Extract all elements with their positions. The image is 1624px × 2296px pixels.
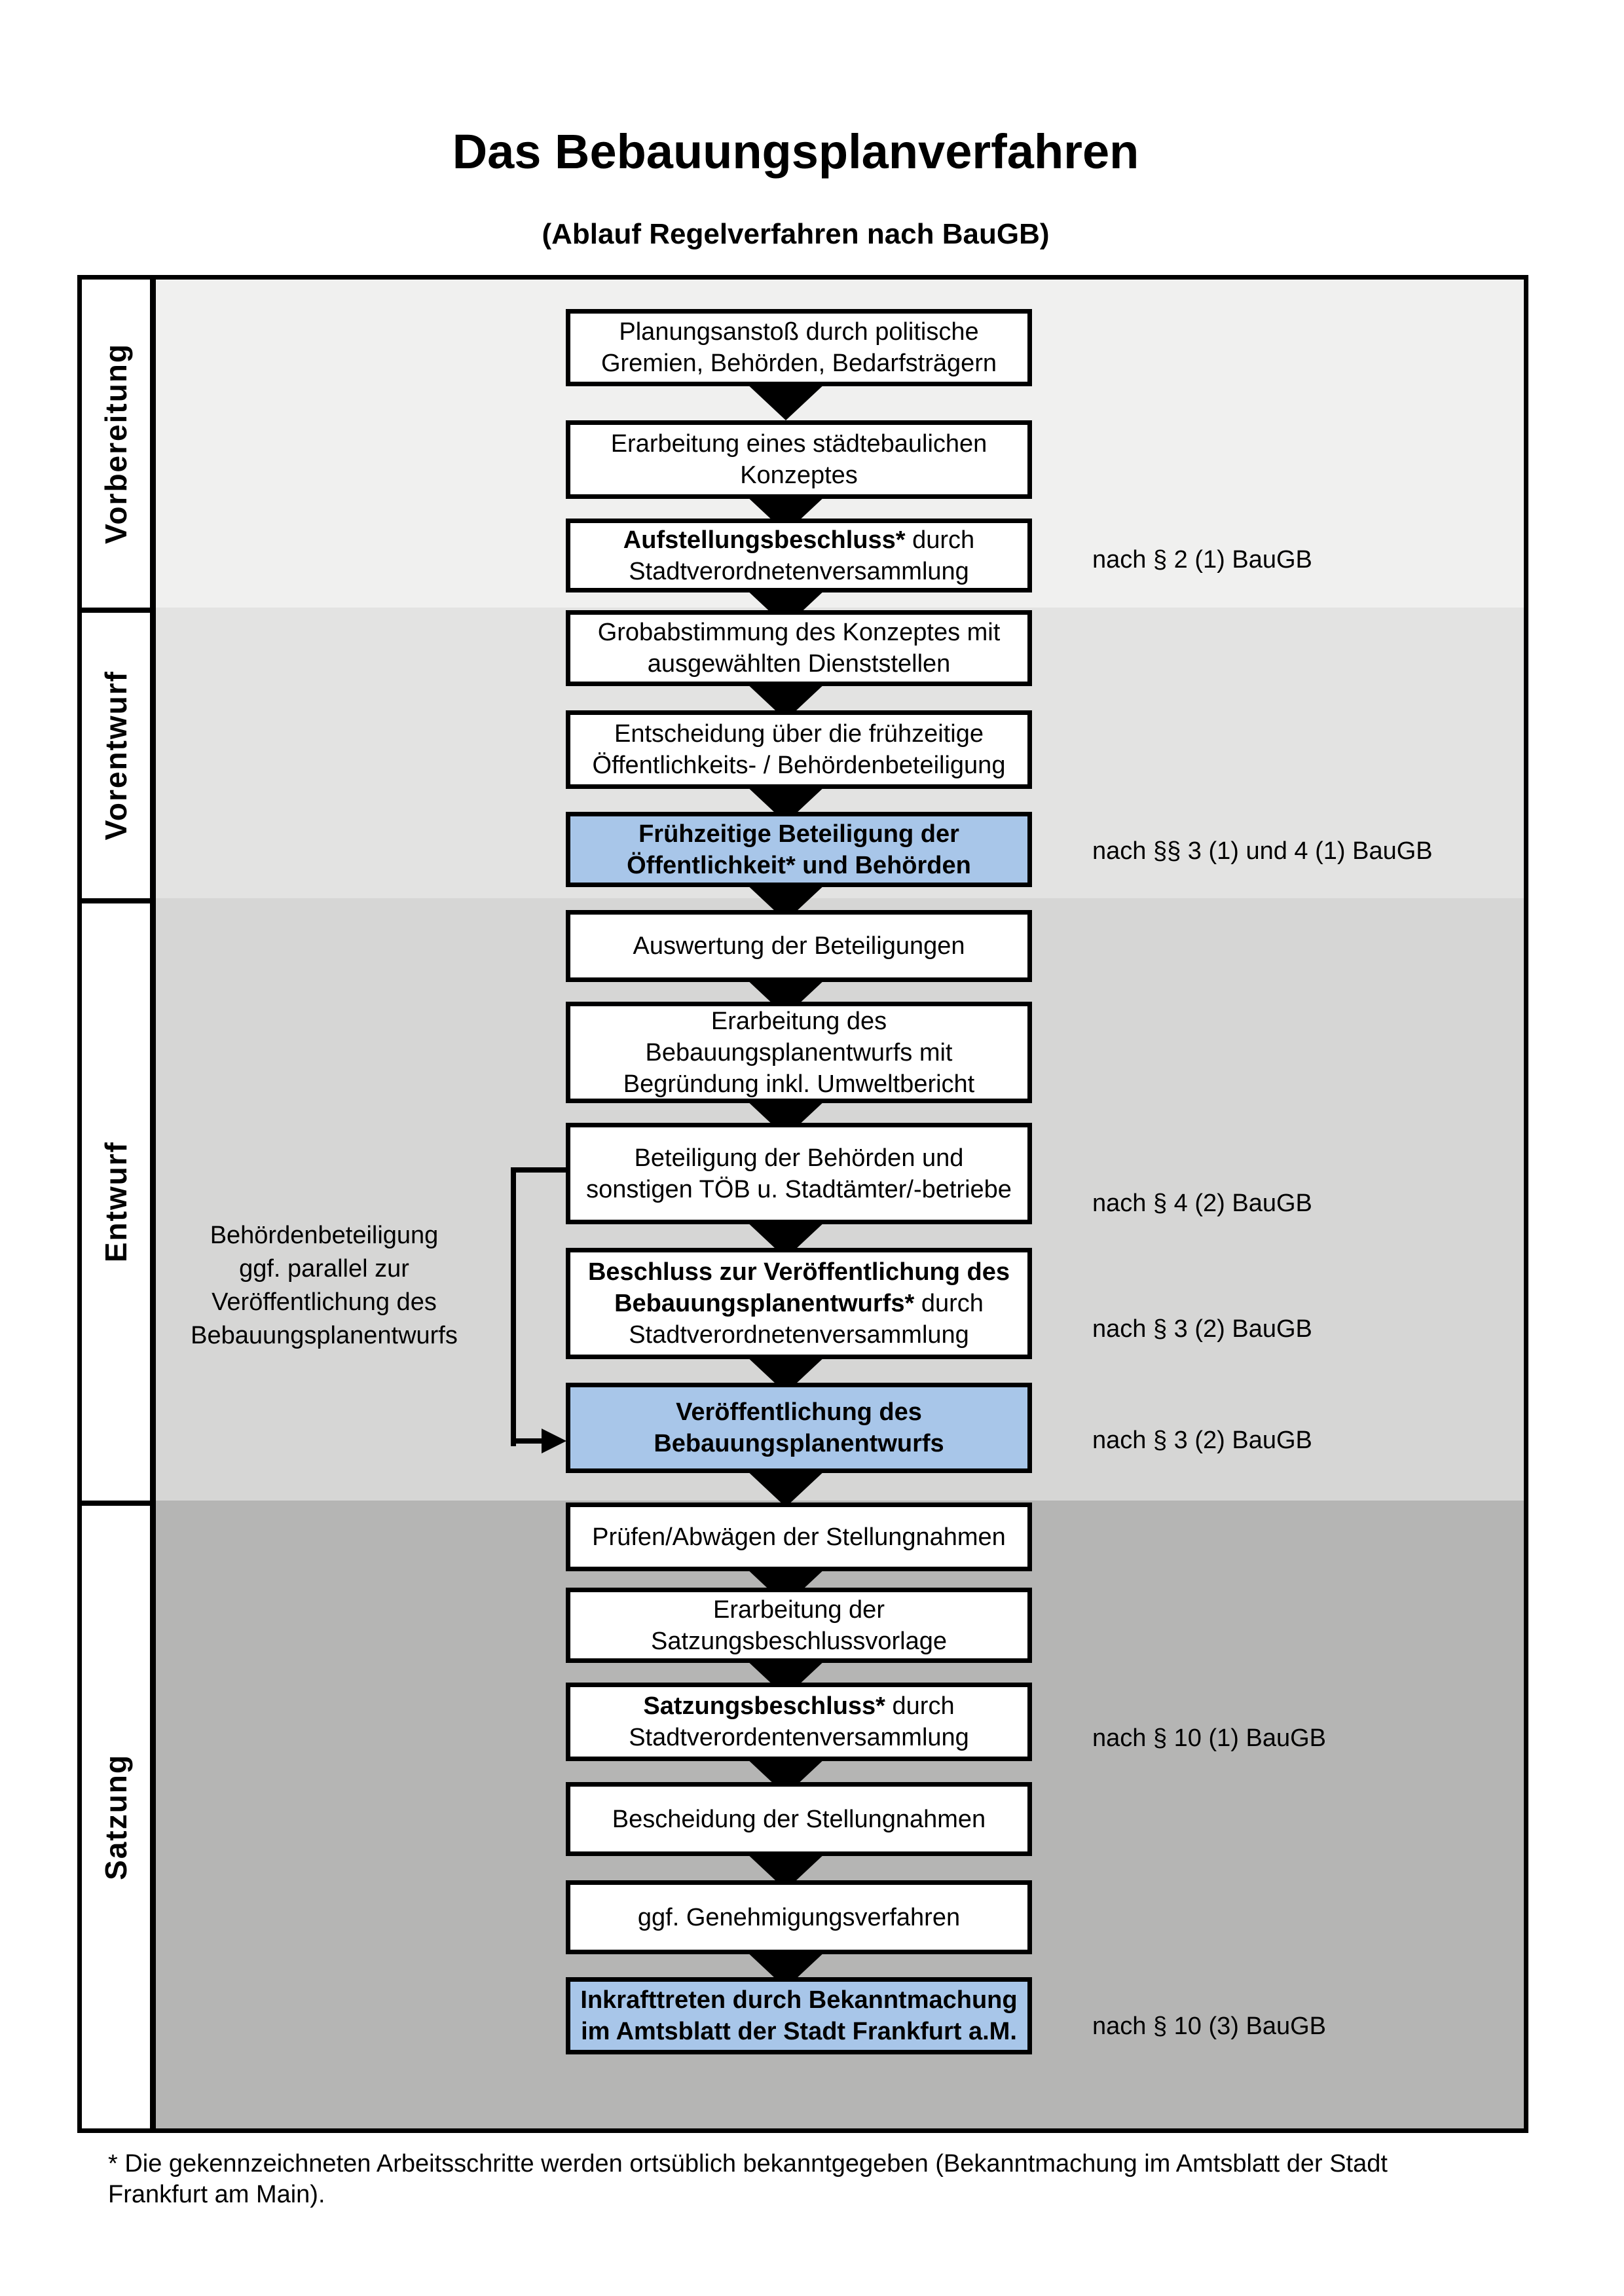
- flow-step-text: Beteiligung der Behörden und sonstigen T…: [586, 1144, 1012, 1203]
- legal-reference: nach §§ 3 (1) und 4 (1) BauGB: [1092, 837, 1433, 865]
- flow-step-inkrafttreten: Inkrafttreten durch Bekanntmachung im Am…: [566, 1977, 1032, 2054]
- arrow-right-icon: [542, 1429, 566, 1453]
- bracket-line-top: [511, 1167, 570, 1173]
- flow-step-staedtebauliches-konzept: Erarbeitung eines städtebaulichen Konzep…: [566, 420, 1032, 499]
- phase-label-satzung: Satzung: [99, 1754, 133, 1880]
- legal-reference: nach § 3 (2) BauGB: [1092, 1315, 1312, 1343]
- page-subtitle: (Ablauf Regelverfahren nach BauGB): [542, 218, 1050, 250]
- legal-reference: nach § 2 (1) BauGB: [1092, 546, 1312, 574]
- flow-step-planungsanstoss: Planungsanstoß durch politische Gremien,…: [566, 309, 1032, 386]
- flow-step-genehmigungsverfahren: ggf. Genehmigungsverfahren: [566, 1880, 1032, 1954]
- legal-reference: nach § 3 (2) BauGB: [1092, 1427, 1312, 1454]
- flow-step-text: Beschluss zur Veröffentlichung des Bebau…: [587, 1258, 1010, 1349]
- flow-step-fruehzeitige-beteiligung: Frühzeitige Beteiligung der Öffentlichke…: [566, 812, 1032, 887]
- phase-label-entwurf: Entwurf: [99, 1141, 133, 1263]
- bracket-line-vertical: [511, 1167, 516, 1446]
- side-note-parallel-beteiligung: Behördenbeteiligung ggf. parallel zur Ve…: [191, 1222, 458, 1349]
- flow-step-text: Entscheidung über die frühzeitige Öffent…: [592, 720, 1006, 779]
- bracket-line-bottom: [511, 1438, 547, 1444]
- flow-step-text: Auswertung der Beteiligungen: [633, 932, 965, 960]
- legal-reference: nach § 10 (1) BauGB: [1092, 1724, 1326, 1752]
- flow-step-entscheidung-fruehzeitige-beteiligung: Entscheidung über die frühzeitige Öffent…: [566, 710, 1032, 789]
- flow-step-satzungsbeschlussvorlage: Erarbeitung der Satzungsbeschlussvorlage: [566, 1588, 1032, 1663]
- arrow-down-icon: [745, 382, 826, 420]
- flow-step-text: Frühzeitige Beteiligung der Öffentlichke…: [627, 820, 971, 879]
- flow-step-text: Satzungsbeschluss* durch Stadtverordente…: [629, 1692, 969, 1751]
- flow-step-beschluss-veroeffentlichung: Beschluss zur Veröffentlichung des Bebau…: [566, 1248, 1032, 1359]
- legal-reference: nach § 10 (3) BauGB: [1092, 2013, 1326, 2040]
- flow-step-text: Inkrafttreten durch Bekanntmachung im Am…: [580, 1986, 1018, 2045]
- phase-label-vorentwurf: Vorentwurf: [99, 670, 133, 841]
- flow-step-text: Aufstellungsbeschluss* durch Stadtverord…: [623, 526, 975, 585]
- page-title: Das Bebauungsplanverfahren: [452, 124, 1139, 179]
- flow-step-pruefen-abwaegen: Prüfen/Abwägen der Stellungnahmen: [566, 1503, 1032, 1571]
- flow-step-erarbeitung-entwurf: Erarbeitung des Bebauungsplanentwurfs mi…: [566, 1002, 1032, 1103]
- flow-step-text: Grobabstimmung des Konzeptes mit ausgewä…: [597, 619, 1001, 678]
- flow-step-text: Erarbeitung der Satzungsbeschlussvorlage: [650, 1595, 948, 1655]
- flow-step-veroeffentlichung: Veröffentlichung des Bebauungsplanentwur…: [566, 1383, 1032, 1473]
- phase-label-column: Vorbereitung Vorentwurf Entwurf Satzung: [82, 280, 156, 2128]
- flow-step-text: Veröffentlichung des Bebauungsplanentwur…: [654, 1398, 944, 1457]
- phase-cell-vorbereitung: Vorbereitung: [82, 280, 150, 608]
- flow-step-text: ggf. Genehmigungsverfahren: [637, 1903, 961, 1931]
- flow-step-grobabstimmung: Grobabstimmung des Konzeptes mit ausgewä…: [566, 610, 1032, 686]
- phase-cell-vorentwurf: Vorentwurf: [82, 608, 150, 898]
- arrow-down-icon: [745, 1469, 826, 1507]
- flow-step-satzungsbeschluss: Satzungsbeschluss* durch Stadtverordente…: [566, 1683, 1032, 1761]
- flow-step-text: Planungsanstoß durch politische Gremien,…: [600, 318, 997, 377]
- footnote: * Die gekennzeichneten Arbeitsschritte w…: [108, 2150, 1388, 2208]
- legal-reference: nach § 4 (2) BauGB: [1092, 1190, 1312, 1217]
- flow-step-aufstellungsbeschluss: Aufstellungsbeschluss* durch Stadtverord…: [566, 519, 1032, 592]
- flow-step-text: Prüfen/Abwägen der Stellungnahmen: [592, 1523, 1006, 1551]
- flowchart: Vorbereitung Vorentwurf Entwurf Satzung …: [77, 275, 1528, 2133]
- flow-step-text: Bescheidung der Stellungnahmen: [612, 1805, 986, 1833]
- flow-step-text: Erarbeitung des Bebauungsplanentwurfs mi…: [623, 1007, 975, 1098]
- flow-step-behoerdenbeteiligung: Beteiligung der Behörden und sonstigen T…: [566, 1123, 1032, 1224]
- flow-step-text: Erarbeitung eines städtebaulichen Konzep…: [610, 430, 987, 489]
- flow-step-bescheidung: Bescheidung der Stellungnahmen: [566, 1782, 1032, 1856]
- flow-step-auswertung-beteiligungen: Auswertung der Beteiligungen: [566, 910, 1032, 982]
- phase-label-vorbereitung: Vorbereitung: [99, 343, 133, 544]
- phase-cell-satzung: Satzung: [82, 1501, 150, 2128]
- phase-cell-entwurf: Entwurf: [82, 898, 150, 1501]
